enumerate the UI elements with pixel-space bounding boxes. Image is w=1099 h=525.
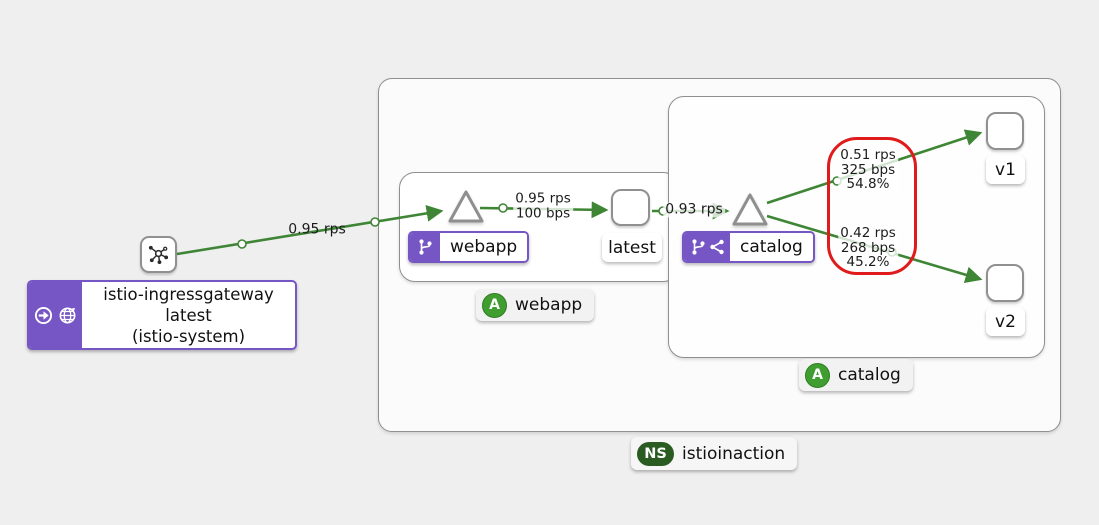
- gateway-namespace: (istio-system): [131, 326, 246, 346]
- edge-gateway-to-webapp[interactable]: [176, 204, 444, 256]
- app-group-name: webapp: [515, 295, 583, 315]
- edge-label-webapp-to-latest[interactable]: 0.95 rps 100 bps: [513, 190, 573, 221]
- v2-name: v2: [995, 311, 1016, 332]
- node-catalog-service[interactable]: [730, 191, 770, 233]
- app-group-name: catalog: [838, 365, 901, 385]
- label-istio-ingressgateway[interactable]: istio-ingressgateway latest (istio-syste…: [27, 280, 297, 350]
- edge-rps: 0.42 rps: [840, 225, 896, 242]
- catalog-label-badges: [684, 233, 730, 261]
- namespace-name: istioinaction: [682, 443, 786, 464]
- app-badge: A: [482, 292, 507, 318]
- edge-percent: 54.8%: [846, 176, 890, 193]
- edge-label-latest-to-catalog[interactable]: 0.93 rps: [663, 201, 725, 218]
- virtual-service-branch-icon: [691, 239, 705, 255]
- edge-label-catalog-to-v2[interactable]: 0.42 rps 268 bps 45.2%: [838, 226, 898, 270]
- node-istio-ingressgateway[interactable]: [140, 236, 177, 273]
- virtual-service-branch-icon: [419, 239, 432, 255]
- latest-workload-name: latest: [608, 237, 656, 258]
- v1-name: v1: [995, 159, 1016, 180]
- label-latest-workload[interactable]: latest: [602, 233, 662, 262]
- edge-label-catalog-to-v1[interactable]: 0.51 rps 325 bps 54.8%: [838, 148, 898, 192]
- app-badge: A: [805, 362, 830, 388]
- edge-rps: 0.51 rps: [840, 147, 896, 164]
- node-webapp-workload-latest[interactable]: [611, 189, 650, 226]
- node-catalog-v1[interactable]: [986, 112, 1024, 150]
- label-catalog-service[interactable]: catalog: [682, 231, 815, 263]
- label-webapp-service[interactable]: webapp: [408, 231, 530, 263]
- namespace-badge: NS: [637, 441, 674, 466]
- edge-rps: 0.93 rps: [665, 201, 723, 218]
- node-catalog-v2[interactable]: [986, 264, 1024, 302]
- edge-bps: 325 bps: [840, 161, 896, 178]
- gateway-label-badges: [29, 282, 82, 348]
- gateway-label-text: istio-ingressgateway latest (istio-syste…: [82, 282, 295, 348]
- edge-rps: 0.95 rps: [288, 221, 346, 238]
- edge-rps: 0.95 rps: [515, 190, 571, 207]
- edge-label-gateway-to-webapp[interactable]: 0.95 rps: [286, 222, 348, 237]
- edge-bps: 100 bps: [515, 205, 571, 221]
- webapp-label-badges: [410, 233, 440, 261]
- app-group-label-webapp[interactable]: A webapp: [476, 289, 595, 321]
- catalog-service-name: catalog: [730, 233, 813, 261]
- label-catalog-v2[interactable]: v2: [986, 307, 1025, 336]
- edge-percent: 45.2%: [846, 254, 890, 271]
- namespace-label-istioinaction[interactable]: NS istioinaction: [631, 437, 798, 470]
- gateway-globe-icon: [59, 307, 75, 323]
- webapp-service-name: webapp: [440, 233, 528, 261]
- root-traffic-arrow-icon: [34, 306, 52, 324]
- node-webapp-service[interactable]: [446, 188, 486, 230]
- gateway-name: istio-ingressgateway: [103, 284, 274, 304]
- traffic-split-share-icon: [709, 239, 724, 255]
- label-catalog-v1[interactable]: v1: [986, 155, 1025, 184]
- edge-bps: 268 bps: [840, 239, 896, 256]
- gateway-version: latest: [165, 305, 212, 325]
- mesh-topology-icon: [148, 245, 169, 265]
- app-group-label-catalog[interactable]: A catalog: [799, 359, 913, 391]
